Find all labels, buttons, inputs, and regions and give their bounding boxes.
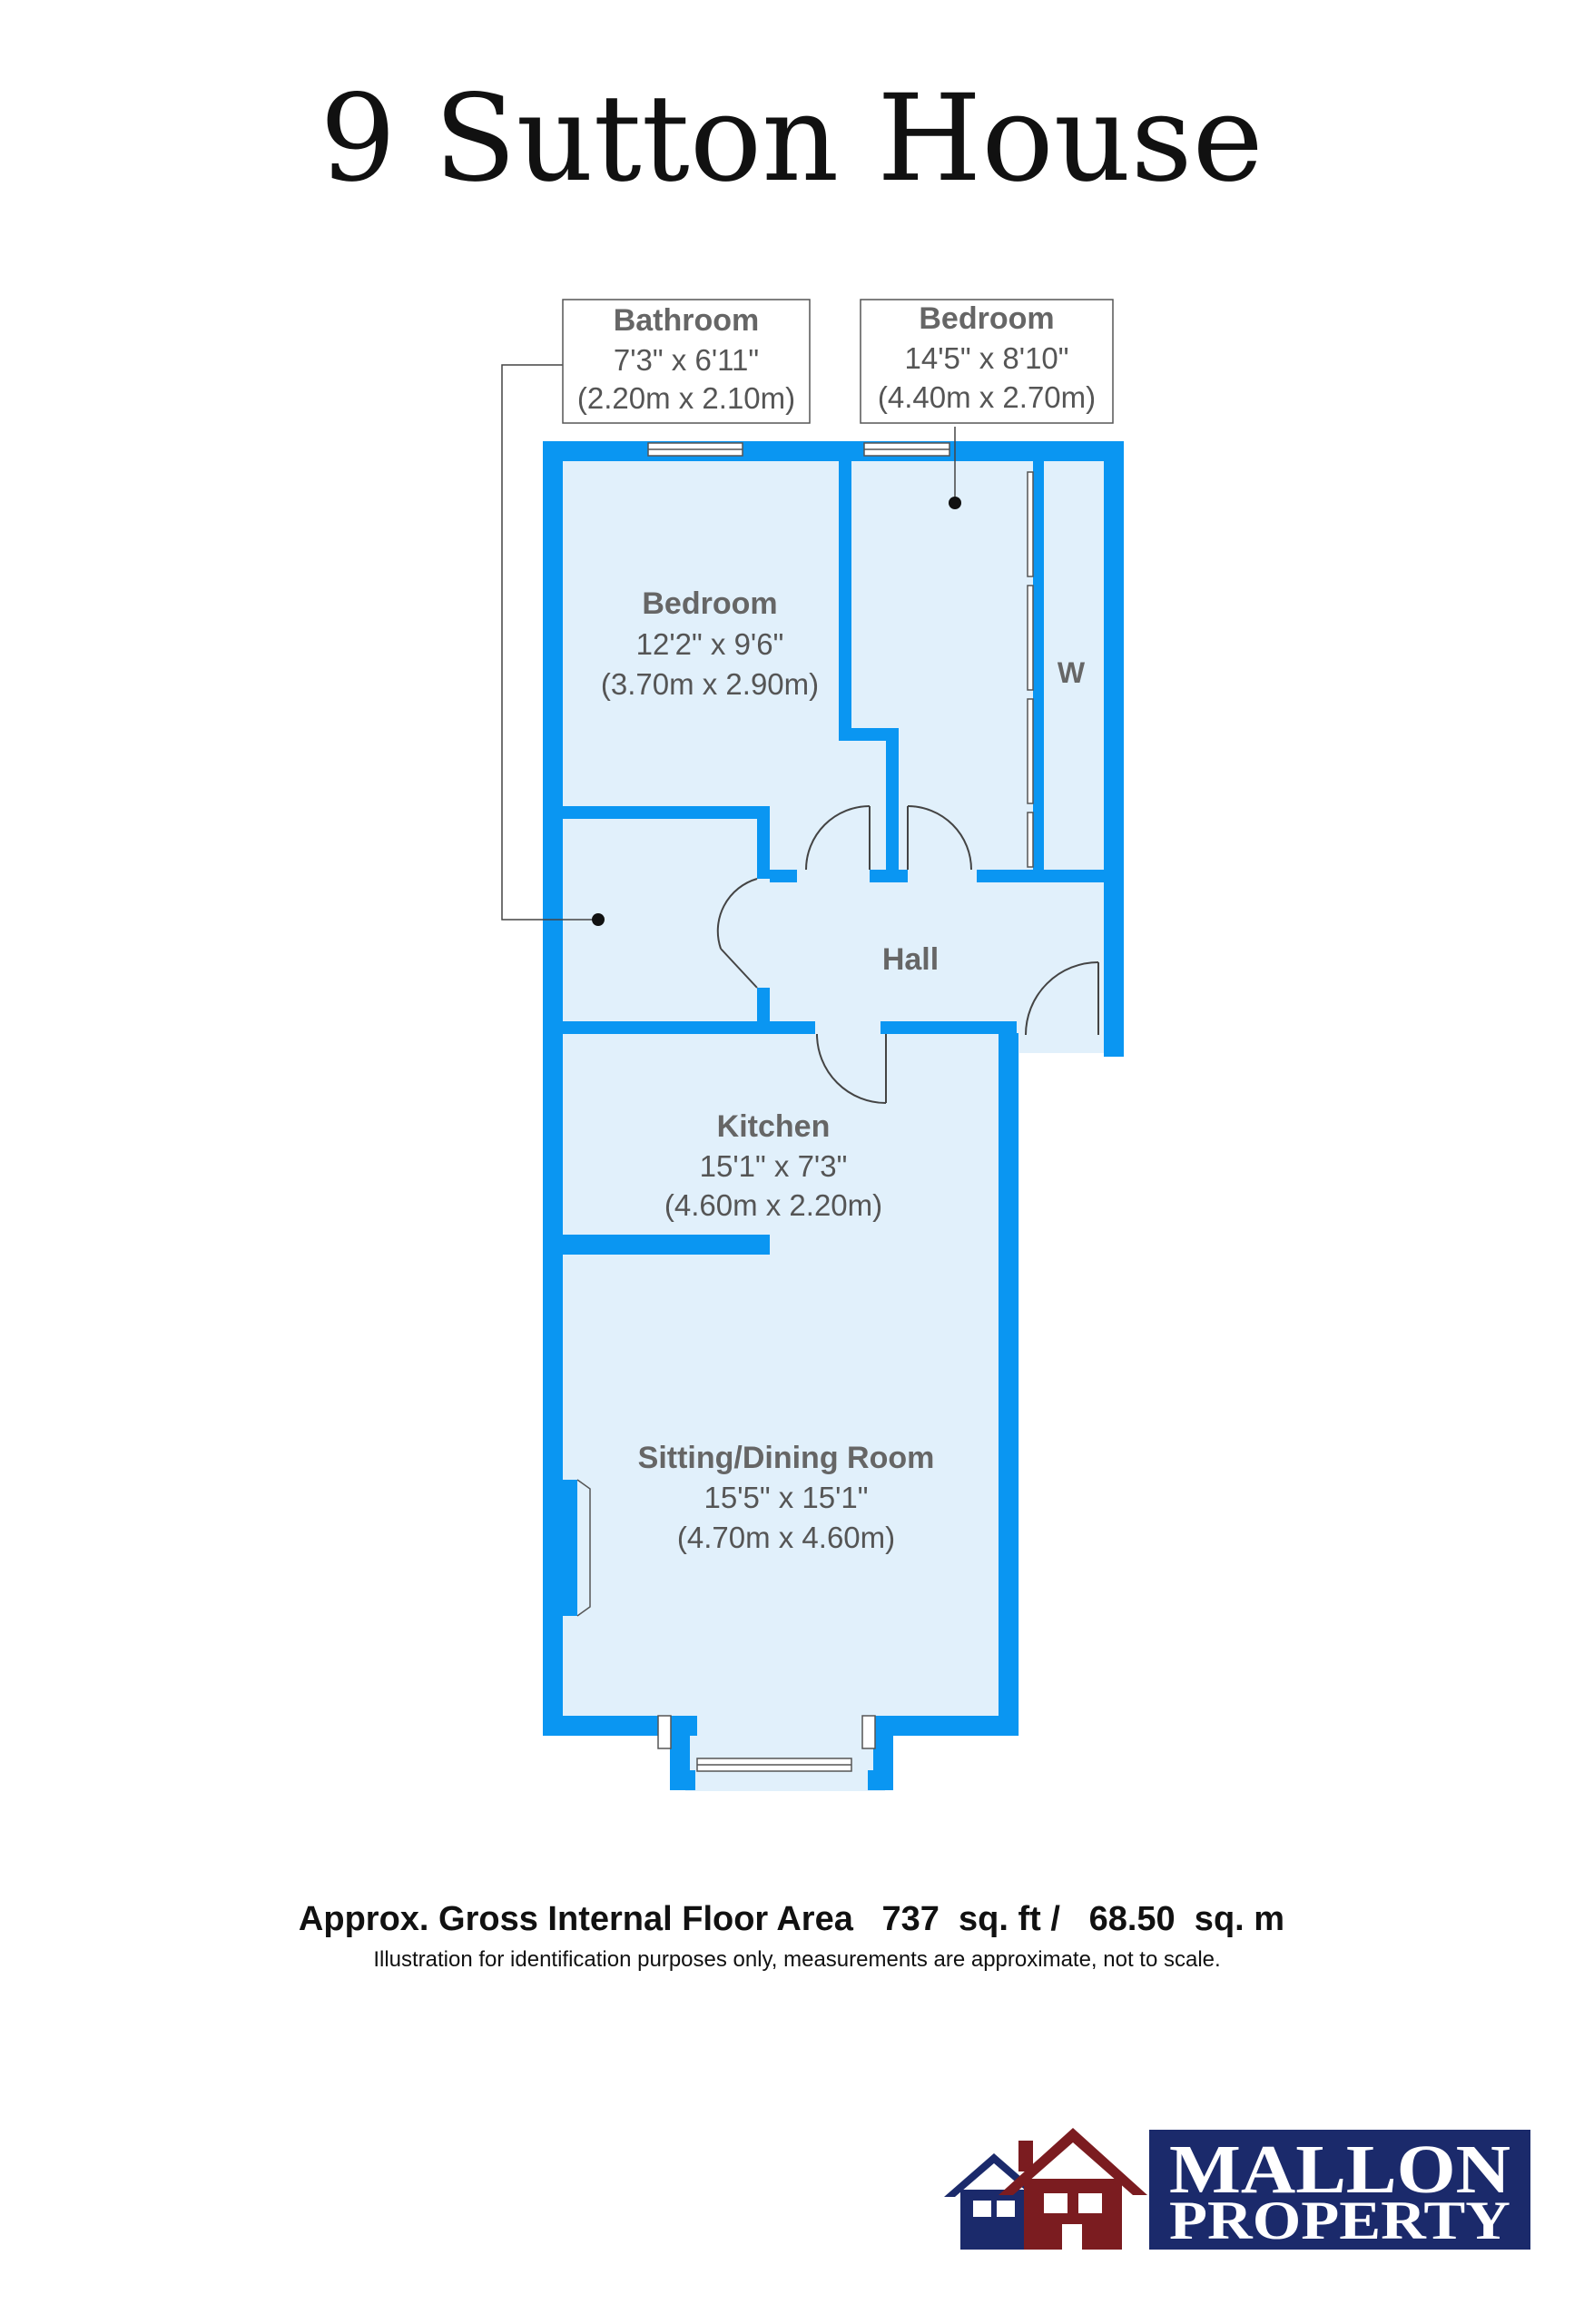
bay-window-left	[657, 1715, 672, 1749]
bay-window-right	[861, 1715, 876, 1749]
room-name: Bedroom	[919, 301, 1054, 336]
room-dim-imperial: 14'5" x 8'10"	[905, 341, 1069, 375]
logo-line-2: PROPERTY	[1169, 2191, 1510, 2250]
fireplace-hearth	[576, 1479, 591, 1617]
fireplace	[559, 1480, 577, 1616]
label-kitchen: Kitchen 15'1" x 7'3" (4.60m x 2.20m)	[664, 1109, 882, 1222]
room-name: Sitting/Dining Room	[638, 1441, 935, 1475]
room-name: Bathroom	[614, 303, 760, 338]
kitchen-top-wall	[552, 1021, 815, 1034]
wardrobe-label: W	[1058, 656, 1086, 689]
leader-lines	[501, 364, 956, 921]
bottom-wall-right	[871, 1716, 1018, 1736]
room-dim-metric: (4.60m x 2.20m)	[664, 1188, 882, 1222]
mallon-property-logo: MALLON PROPERTY	[944, 2128, 1530, 2250]
room-dim-metric: (4.70m x 4.60m)	[677, 1521, 895, 1554]
floor-area	[552, 441, 1111, 1791]
house-icon	[944, 2128, 1147, 2250]
logo-line-1: MALLON	[1169, 2132, 1510, 2208]
right-wall-lower	[999, 1033, 1018, 1736]
room-dim-imperial: 15'1" x 7'3"	[700, 1149, 848, 1183]
room-dim-imperial: 15'5" x 15'1"	[704, 1481, 869, 1514]
room-name: Bedroom	[642, 586, 777, 621]
label-bedroom-2: Bedroom 14'5" x 8'10" (4.40m x 2.70m)	[878, 301, 1096, 414]
label-sitting-dining: Sitting/Dining Room 15'5" x 15'1" (4.70m…	[638, 1441, 935, 1554]
bathroom-callout-box	[562, 299, 811, 424]
bedroom-marker-dot	[949, 497, 961, 509]
room-dim-metric: (3.70m x 2.90m)	[601, 667, 819, 701]
bedroom-callout-box	[860, 299, 1114, 424]
bedroom-divider-wall	[839, 441, 851, 741]
room-dim-metric: (4.40m x 2.70m)	[878, 380, 1096, 414]
disclaimer-text: Illustration for identification purposes…	[373, 1947, 1220, 1972]
label-bathroom: Bathroom 7'3" x 6'11" (2.20m x 2.10m)	[577, 303, 795, 415]
logo-wordmark-panel	[1149, 2130, 1530, 2250]
left-wall	[543, 441, 563, 1736]
kitchen-partition-wall	[552, 1235, 770, 1255]
wardrobe-wall	[1033, 461, 1044, 877]
room-dim-imperial: 12'2" x 9'6"	[636, 627, 784, 661]
room-name: Kitchen	[717, 1109, 831, 1144]
room-dim-imperial: 7'3" x 6'11"	[614, 343, 759, 377]
bath-top-wall	[552, 806, 770, 819]
right-wall-upper	[1104, 441, 1124, 1057]
wardrobe-doors	[1027, 471, 1034, 868]
floor-area-text: Approx. Gross Internal Floor Area 737 sq…	[299, 1900, 1284, 1938]
top-wall	[543, 441, 1124, 461]
windows	[647, 442, 950, 1772]
door-swings	[716, 805, 1099, 1104]
bathroom-marker-dot	[592, 913, 605, 926]
label-hall: Hall	[882, 942, 939, 977]
page-title: 9 Sutton House	[320, 69, 1263, 209]
room-dim-metric: (2.20m x 2.10m)	[577, 381, 795, 415]
label-bedroom-1: Bedroom 12'2" x 9'6" (3.70m x 2.90m)	[601, 586, 819, 701]
